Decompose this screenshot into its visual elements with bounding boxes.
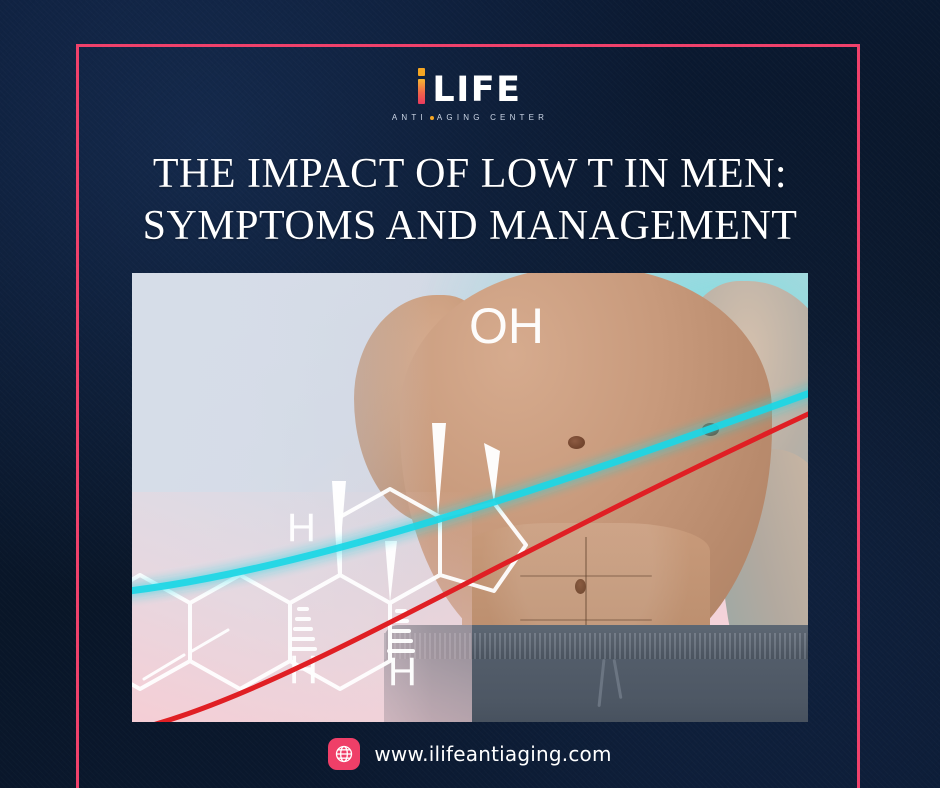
website-url-text[interactable]: www.ilifeantiaging.com <box>374 742 612 766</box>
molecule-label-oh: OH <box>469 298 544 354</box>
logo-tagline-left: ANTI <box>391 113 427 122</box>
brand-logo: LIFE ANTI AGING CENTER <box>0 66 940 122</box>
testosterone-molecule-overlay: H H H OH <box>132 298 544 694</box>
logo-tagline-dot <box>429 115 434 120</box>
wedge-methyl-1 <box>332 481 346 575</box>
molecule-label-h-lower-right: H <box>388 650 417 694</box>
logo-i-dot <box>418 68 426 76</box>
wedge-methyl-2 <box>432 423 446 517</box>
footer-website[interactable]: www.ilifeantiaging.com <box>0 738 940 770</box>
logo-tagline: ANTI AGING CENTER <box>392 113 548 122</box>
logo-i-stem <box>418 79 426 104</box>
globe-icon <box>328 738 361 770</box>
decorative-pink-frame <box>76 44 860 788</box>
navel <box>575 579 586 594</box>
hashed-bonds <box>289 607 415 653</box>
logo-mark: LIFE <box>418 66 522 110</box>
molecule-label-h-upper: H <box>287 506 316 550</box>
page-title: THE IMPACT OF LOW T IN MEN: SYMPTOMS AND… <box>0 148 940 252</box>
teal-curve <box>132 389 808 595</box>
logo-tagline-right: AGING CENTER <box>436 113 549 122</box>
hero-image: H H H OH <box>132 273 808 722</box>
wedge-bonds <box>332 423 500 603</box>
wedge-hydrogen-up-1 <box>385 541 397 603</box>
ring-b <box>188 573 292 691</box>
page-title-line-1: THE IMPACT OF LOW T IN MEN: <box>152 151 788 197</box>
red-curve <box>153 411 808 722</box>
logo-i-letter <box>418 68 426 104</box>
decorative-curves <box>132 389 808 722</box>
ring-a <box>132 573 192 691</box>
page-title-line-2: SYMPTOMS AND MANAGEMENT <box>142 203 798 249</box>
wedge-oh-bond <box>484 443 500 503</box>
logo-wordmark: LIFE <box>432 70 522 110</box>
nipple-left <box>568 436 585 449</box>
